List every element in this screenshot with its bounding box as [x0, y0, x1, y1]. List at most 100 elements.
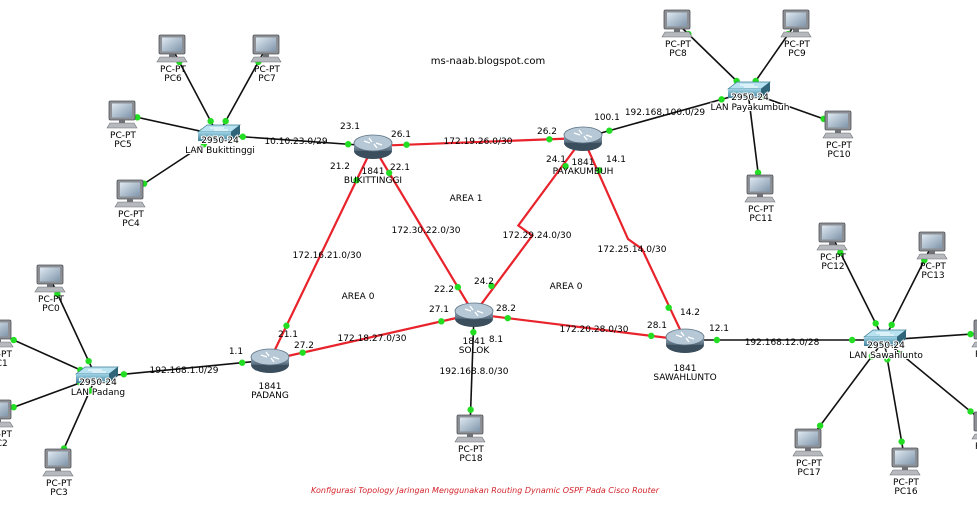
- keyboard-icon: [916, 253, 948, 260]
- ip-label-bukittinggi-21.2: 21.2: [330, 162, 350, 172]
- pc-type-pc13: PC-PT: [920, 262, 946, 272]
- pc-pc0[interactable]: [34, 264, 66, 293]
- network-label-bukittinggi-solok: 172.30.22.0/30: [392, 226, 461, 236]
- pc-pc8[interactable]: [661, 9, 693, 38]
- router-padang[interactable]: [250, 348, 290, 373]
- switch-icon-front: [76, 374, 109, 383]
- pc-name-pc8: PC8: [669, 49, 687, 59]
- switch-icon-front: [728, 89, 761, 98]
- router-model-bukittinggi: 1841: [362, 167, 385, 177]
- router-solok[interactable]: [454, 302, 494, 327]
- router-icon: [250, 348, 290, 366]
- network-label-payakumbuh-sawahlunto: 172.25.14.0/30: [598, 245, 667, 255]
- link-payakumbuh-sawahlunto-port-a: [596, 167, 603, 174]
- pc-pc17[interactable]: [792, 428, 824, 457]
- ip-label-bukittinggi-22.1: 22.1: [390, 163, 410, 173]
- pc-pc7[interactable]: [250, 34, 282, 63]
- link-bukittinggi-padang-port-a: [353, 177, 360, 184]
- network-label-lan-padang: 192.168.1.0/29: [150, 366, 219, 376]
- ip-label-bukittinggi-26.1: 26.1: [391, 130, 411, 140]
- router-name-bukittinggi: BUKITTINGGI: [344, 176, 402, 186]
- lan-link-solok-pc18-port-a: [470, 329, 477, 336]
- pc-pc18[interactable]: [454, 414, 486, 443]
- router-bukittinggi[interactable]: [353, 134, 393, 159]
- pc-link-pc15-port-b: [967, 408, 974, 415]
- switch-arrows-icon: [210, 127, 228, 131]
- switch-sw_payakumbuh[interactable]: [726, 81, 772, 98]
- pc-type-pc15: PC-PT: [975, 442, 977, 452]
- pc-pc1[interactable]: [0, 319, 14, 348]
- link-solok-sawahlunto-port-b: [648, 332, 655, 340]
- pc-type-pc18: PC-PT: [458, 445, 484, 455]
- keyboard-icon: [792, 450, 824, 457]
- pc-pc16[interactable]: [889, 447, 921, 476]
- pc-pc14[interactable]: [971, 319, 977, 348]
- pc-type-pc12: PC-PT: [820, 253, 846, 263]
- lan-link-sawahlunto-sw_sawahlunto-port-a: [713, 336, 721, 344]
- pc-pc3[interactable]: [42, 448, 74, 477]
- pc-pc11[interactable]: [744, 174, 776, 203]
- pc-pc13[interactable]: [916, 231, 948, 260]
- link-payakumbuh-solok[interactable]: [473, 137, 584, 315]
- pc-link-pc2-port-b: [10, 404, 17, 411]
- link-bukittinggi-payakumbuh-port-b: [546, 136, 553, 143]
- router-name-solok: SOLOK: [459, 346, 491, 356]
- pc-pc2[interactable]: [0, 399, 14, 428]
- network-label-lan-solok: 192.168.8.0/30: [440, 367, 509, 377]
- ip-label-solok-24.2: 24.2: [474, 277, 494, 287]
- monitor-neck-icon: [757, 194, 763, 197]
- ip-label-solok-27.1: 27.1: [429, 305, 449, 315]
- ip-label-solok-28.2: 28.2: [496, 304, 516, 314]
- monitor-neck-icon: [674, 29, 680, 32]
- switch-sw_sawahlunto[interactable]: [862, 329, 908, 346]
- router-arrows-icon: [464, 305, 484, 317]
- pc-name-pc11: PC11: [749, 214, 772, 224]
- pc-link-pc17-port-b: [816, 422, 824, 429]
- monitor-neck-icon: [263, 54, 269, 57]
- pc-pc10[interactable]: [822, 110, 854, 139]
- pc-link-pc1-port-b: [10, 336, 17, 344]
- link-bukittinggi-solok-port-b: [454, 283, 462, 291]
- switch-icon-side: [897, 330, 906, 346]
- network-label-lan-sawahlunto: 192.168.12.0/28: [745, 338, 820, 348]
- monitor-screen-icon: [895, 450, 915, 465]
- pc-name-pc7: PC7: [258, 74, 275, 84]
- pc-pc15[interactable]: [971, 411, 977, 440]
- switch-icon-side: [761, 82, 770, 98]
- router-icon: [665, 328, 705, 346]
- switch-sw_padang[interactable]: [74, 366, 120, 383]
- monitor-screen-icon: [828, 113, 848, 128]
- monitor-screen-icon: [256, 37, 276, 52]
- ip-label-sawahlunto-28.1: 28.1: [647, 321, 667, 331]
- keyboard-icon: [889, 469, 921, 476]
- link-bukittinggi-payakumbuh-port-a: [403, 141, 410, 148]
- pc-type-pc10: PC-PT: [826, 141, 852, 151]
- keyboard-icon: [454, 436, 486, 443]
- pc-pc9[interactable]: [780, 9, 812, 38]
- network-label-solok-sawahlunto: 172.20.28.0/30: [560, 325, 629, 335]
- router-arrows-icon: [675, 331, 695, 343]
- router-payakumbuh[interactable]: [563, 126, 603, 151]
- pc-type-pc4: PC-PT: [118, 210, 144, 220]
- switch-sw_bukittinggi[interactable]: [196, 124, 242, 141]
- keyboard-icon: [744, 196, 776, 203]
- pc-pc5[interactable]: [106, 100, 138, 129]
- router-name-payakumbuh: PAYAKUMBUH: [553, 167, 614, 177]
- pc-name-pc5: PC5: [114, 140, 131, 150]
- monitor-neck-icon: [47, 284, 53, 287]
- pc-pc12[interactable]: [816, 222, 848, 251]
- monitor-neck-icon: [793, 29, 799, 32]
- pc-pc4[interactable]: [114, 179, 146, 208]
- monitor-neck-icon: [835, 130, 841, 133]
- link-payakumbuh-sawahlunto[interactable]: [581, 137, 686, 341]
- lan-link-payakumbuh-sw_payakumbuh-port-a: [606, 127, 613, 134]
- link-padang-solok-port-a: [299, 349, 306, 356]
- pc-pc6[interactable]: [156, 34, 188, 63]
- router-name-padang: PADANG: [251, 391, 289, 401]
- router-sawahlunto[interactable]: [665, 328, 705, 353]
- pc-link-pc13-port-a: [888, 321, 895, 328]
- ip-label-padang-27.2: 27.2: [294, 341, 314, 351]
- monitor-neck-icon: [0, 339, 1, 342]
- link-bukittinggi-padang-port-b: [283, 322, 290, 329]
